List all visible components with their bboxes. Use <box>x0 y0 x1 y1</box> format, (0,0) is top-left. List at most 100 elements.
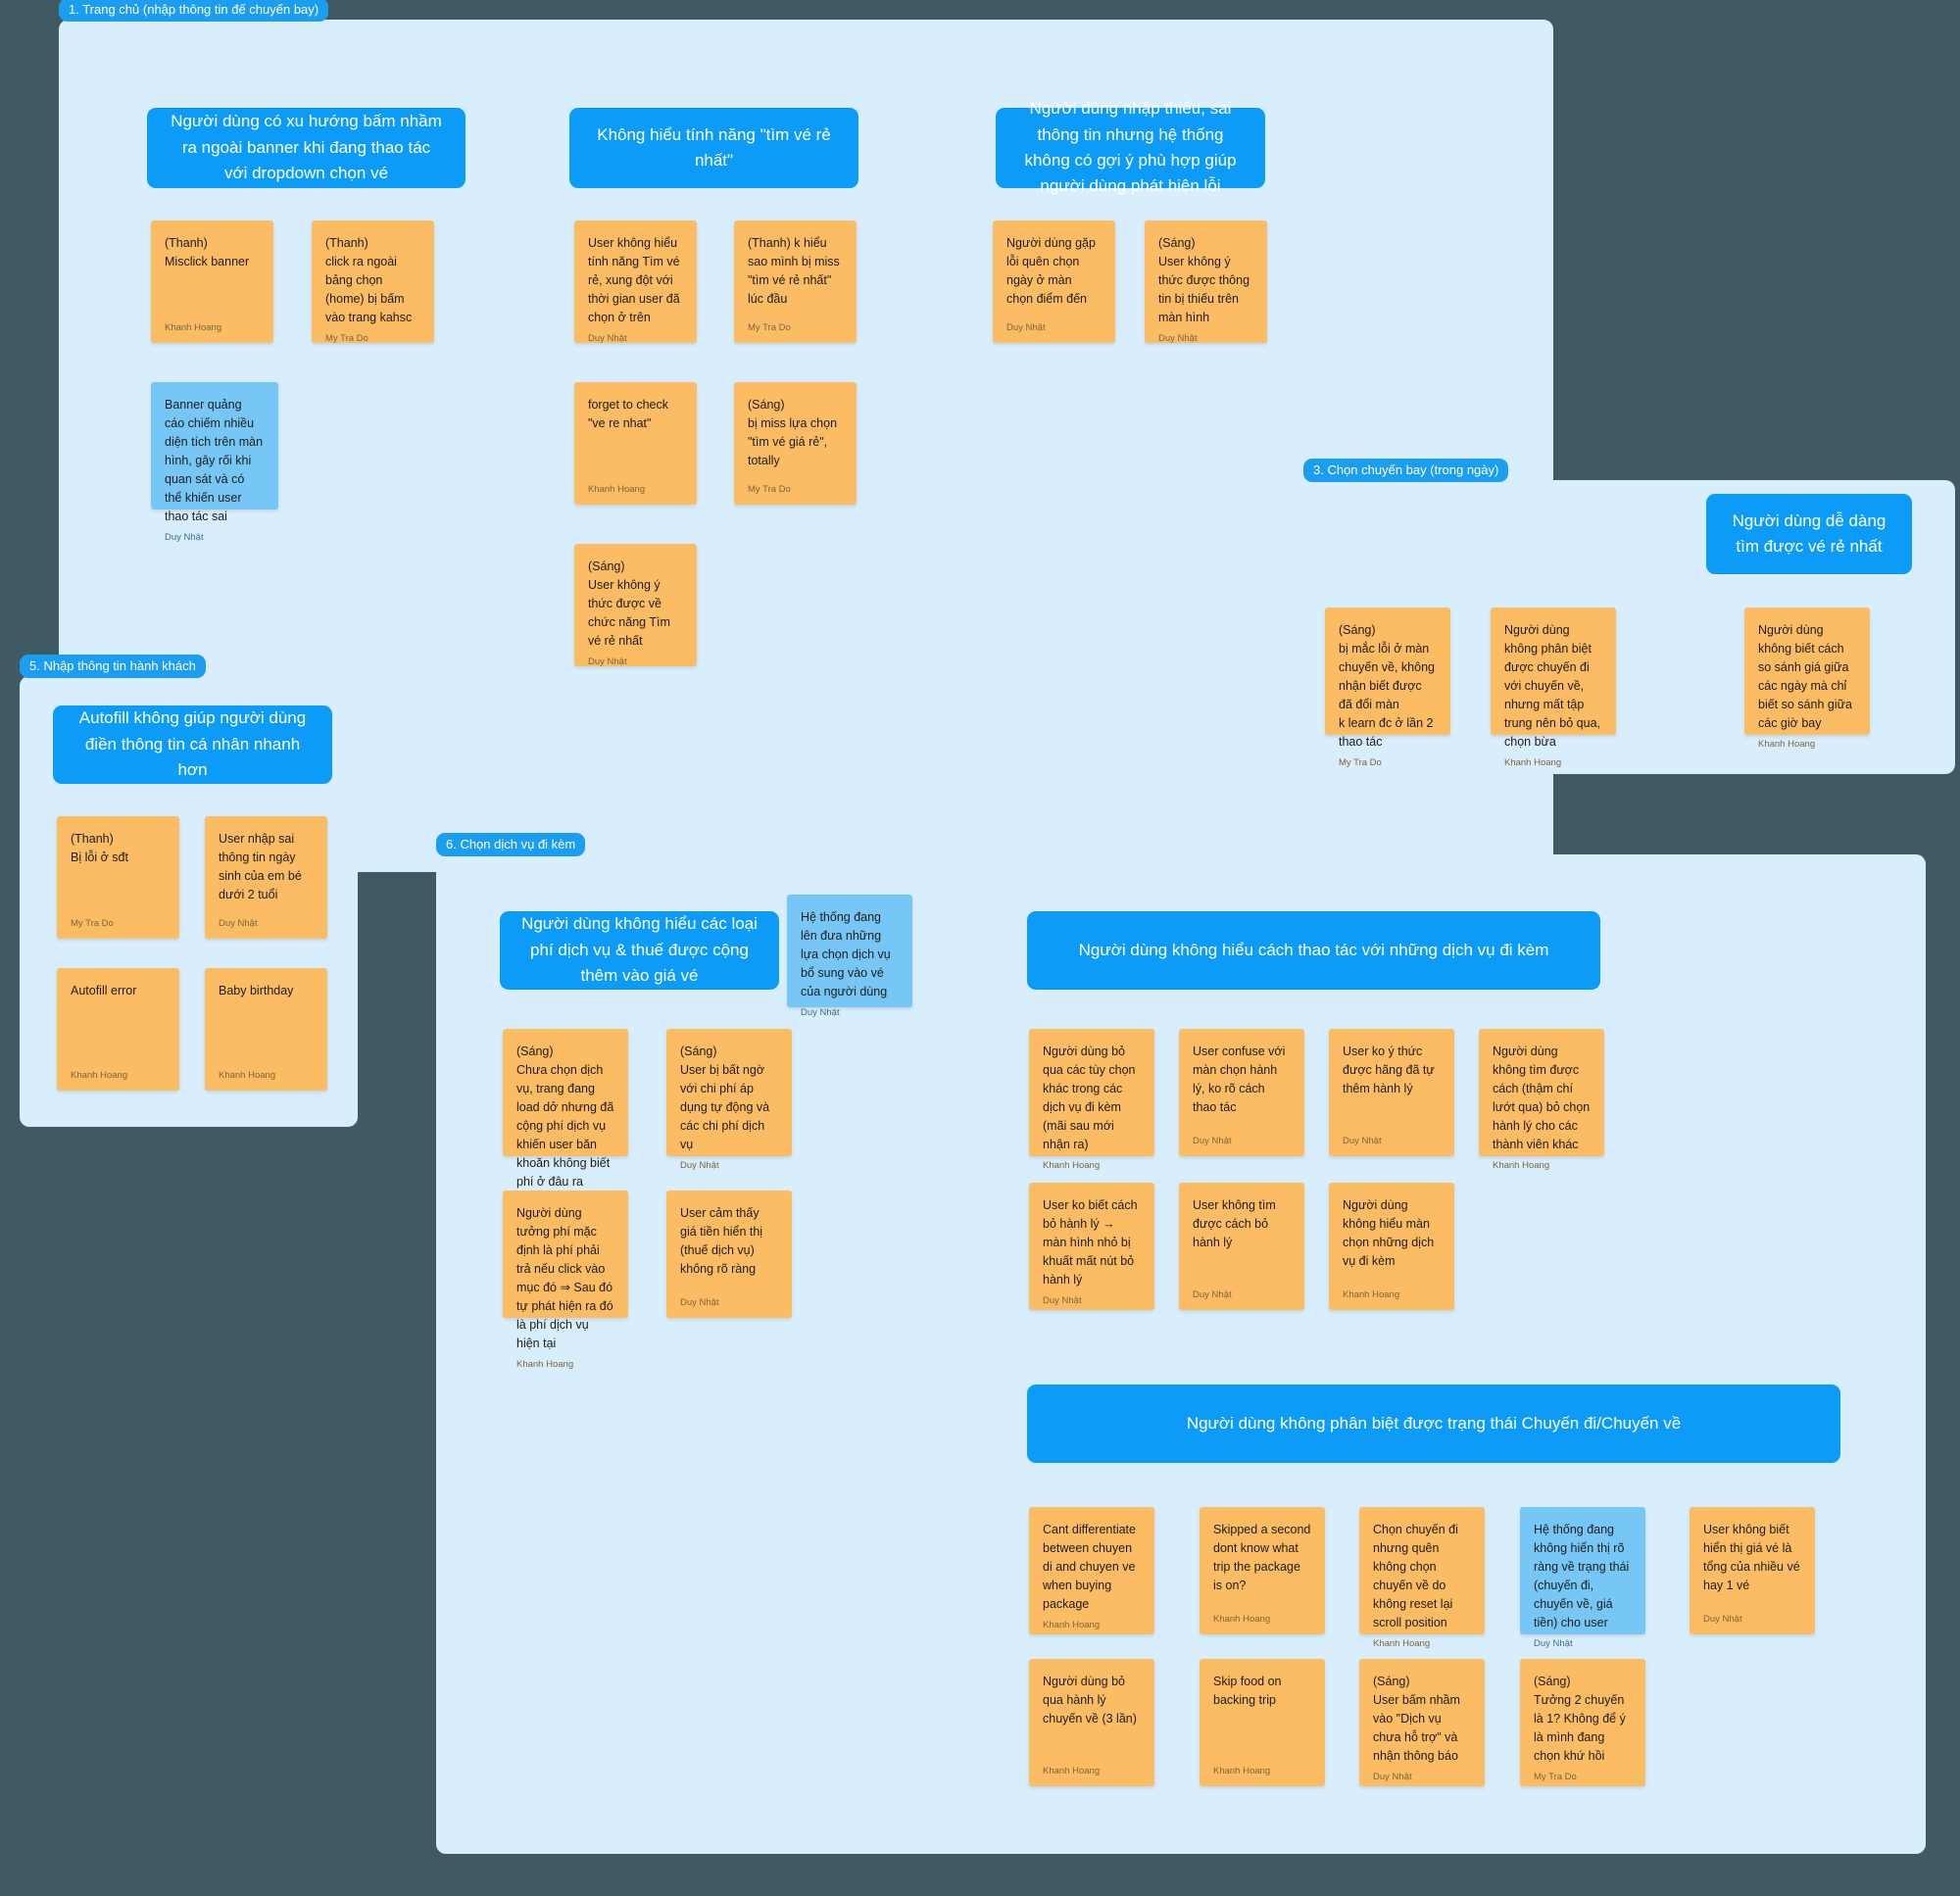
sticky-note-text: (Sáng) Tưởng 2 chuyến là 1? Không để ý l… <box>1534 1675 1626 1763</box>
frame-title[interactable]: 1. Trang chủ (nhập thông tin đế chuyến b… <box>59 0 329 22</box>
sticky-note-author: Khanh Hoang <box>588 484 646 495</box>
headline-card[interactable]: Không hiểu tính năng "tìm vé rẻ nhất" <box>569 108 858 188</box>
sticky-note[interactable]: User cảm thấy giá tiền hiển thị (thuế dị… <box>666 1191 792 1318</box>
sticky-note[interactable]: Chọn chuyến đi nhưng quên không chọn chu… <box>1359 1507 1485 1649</box>
sticky-note[interactable]: Người dùng không tìm được cách (thậm chí… <box>1479 1029 1604 1171</box>
sticky-note-text: User không biết hiển thị giá vé là tổng … <box>1703 1523 1800 1592</box>
sticky-note-author: Duy Nhật <box>1343 1136 1382 1146</box>
sticky-note[interactable]: Người dùng bỏ qua hành lý chuyến về (3 l… <box>1029 1659 1154 1786</box>
sticky-note-author: Duy Nhật <box>1043 1295 1082 1306</box>
sticky-note[interactable]: User ko ý thức được hãng đã tự thêm hành… <box>1329 1029 1454 1156</box>
sticky-note-author: Khanh Hoang <box>1504 757 1562 768</box>
sticky-note-text: (Sáng) User bị bất ngờ với chi phí áp dụ… <box>680 1045 770 1151</box>
sticky-note-text: Hệ thống đang không hiển thị rõ ràng về … <box>1534 1523 1630 1629</box>
sticky-note-text: (Thanh) Misclick banner <box>165 236 250 268</box>
sticky-note[interactable]: User không hiểu tính năng Tìm vé rẻ, xun… <box>574 220 697 344</box>
headline-text: Người dùng dễ dàng tìm được vé rẻ nhất <box>1732 510 1886 556</box>
sticky-note[interactable]: (Sáng) User bị bất ngờ với chi phí áp dụ… <box>666 1029 792 1171</box>
sticky-note-text: User ko ý thức được hãng đã tự thêm hành… <box>1343 1045 1435 1095</box>
sticky-note[interactable]: Người dùng không biết cách so sánh giá g… <box>1744 608 1870 750</box>
headline-text: Autofill không giúp người dùng điền thôn… <box>78 708 307 780</box>
headline-text: Không hiểu tính năng "tìm vé rẻ nhất" <box>597 124 831 170</box>
sticky-note-text: Người dùng không tìm được cách (thậm chí… <box>1493 1045 1591 1151</box>
sticky-note-author: Khanh Hoang <box>1043 1620 1101 1630</box>
sticky-note-text: (Thanh) click ra ngoài bảng chọn (home) … <box>325 236 413 324</box>
headline-text: Người dùng có xu hướng bấm nhầm ra ngoài… <box>171 112 442 183</box>
sticky-note-text: (Sáng) User bấm nhầm vào "Dịch vụ chưa h… <box>1373 1675 1460 1763</box>
headline-card[interactable]: Người dùng không hiểu các loại phí dịch … <box>500 911 779 990</box>
headline-card[interactable]: Người dùng có xu hướng bấm nhầm ra ngoài… <box>147 108 466 188</box>
headline-card[interactable]: Autofill không giúp người dùng điền thôn… <box>53 705 332 784</box>
headline-card[interactable]: Người dùng dễ dàng tìm được vé rẻ nhất <box>1706 494 1912 574</box>
sticky-note-author: Khanh Hoang <box>1213 1766 1271 1776</box>
sticky-note-author: Khanh Hoang <box>71 1070 128 1081</box>
frame-title[interactable]: 6. Chọn dịch vụ đi kèm <box>436 833 586 856</box>
sticky-note-author: Duy Nhật <box>1373 1772 1412 1782</box>
sticky-note[interactable]: Người dùng không hiểu màn chọn những dịc… <box>1329 1183 1454 1310</box>
sticky-note[interactable]: Hệ thống đang lên đưa những lựa chọn dịc… <box>787 895 912 1018</box>
headline-card[interactable]: Người dùng không hiểu cách thao tác với … <box>1027 911 1600 990</box>
sticky-note[interactable]: Người dùng bỏ qua các tùy chọn khác tron… <box>1029 1029 1154 1171</box>
frame-title[interactable]: 3. Chọn chuyến bay (trong ngày) <box>1303 459 1509 482</box>
sticky-note-author: Duy Nhật <box>588 656 627 667</box>
sticky-note[interactable]: Hệ thống đang không hiển thị rõ ràng về … <box>1520 1507 1645 1649</box>
sticky-note[interactable]: Người dùng gặp lỗi quên chọn ngày ở màn … <box>993 220 1115 343</box>
sticky-note-text: Hệ thống đang lên đưa những lựa chọn dịc… <box>801 910 891 998</box>
sticky-note[interactable]: User không biết hiển thị giá vé là tổng … <box>1690 1507 1815 1634</box>
sticky-note[interactable]: (Sáng) User bấm nhầm vào "Dịch vụ chưa h… <box>1359 1659 1485 1786</box>
sticky-note-author: Duy Nhật <box>165 532 204 543</box>
sticky-note[interactable]: Skipped a second dont know what trip the… <box>1200 1507 1325 1634</box>
sticky-note-author: My Tra Do <box>71 918 114 929</box>
headline-card[interactable]: Người dùng nhập thiếu, sai thông tin như… <box>996 99 1265 195</box>
sticky-note-text: (Sáng) Chưa chọn dịch vụ, trang đang loa… <box>516 1045 614 1189</box>
sticky-note-text: Banner quảng cáo chiếm nhiều diện tích t… <box>165 398 264 523</box>
sticky-note[interactable]: Người dùng không phân biệt được chuyến đ… <box>1491 608 1616 768</box>
headline-text: Người dùng nhập thiếu, sai thông tin như… <box>1024 99 1237 196</box>
sticky-note-author: Duy Nhật <box>1703 1614 1742 1625</box>
sticky-note-text: Baby birthday <box>219 984 294 997</box>
sticky-note-author: Duy Nhật <box>588 333 627 344</box>
sticky-note[interactable]: (Sáng) User không ý thức được thông tin … <box>1145 220 1267 344</box>
sticky-note-text: Skip food on backing trip <box>1213 1675 1282 1707</box>
sticky-note[interactable]: (Sáng) bị mắc lỗi ở màn chuyến về, không… <box>1325 608 1450 768</box>
sticky-note[interactable]: (Sáng) Chưa chọn dịch vụ, trang đang loa… <box>503 1029 628 1208</box>
sticky-note-author: Khanh Hoang <box>1343 1289 1400 1300</box>
sticky-note[interactable]: User confuse với màn chọn hành lý, ko rõ… <box>1179 1029 1304 1156</box>
sticky-note-text: Cant differentiate between chuyen di and… <box>1043 1523 1136 1611</box>
sticky-note[interactable]: Banner quảng cáo chiếm nhiều diện tích t… <box>151 382 278 543</box>
sticky-note-text: Người dùng không phân biệt được chuyến đ… <box>1504 623 1600 749</box>
sticky-note[interactable]: forget to check "ve re nhat"Khanh Hoang <box>574 382 697 505</box>
sticky-note[interactable]: Cant differentiate between chuyen di and… <box>1029 1507 1154 1634</box>
sticky-note-text: User không hiểu tính năng Tìm vé rẻ, xun… <box>588 236 680 324</box>
sticky-note-author: Duy Nhật <box>1006 322 1046 333</box>
sticky-note[interactable]: Người dùng tưởng phí mặc định là phí phả… <box>503 1191 628 1370</box>
sticky-note[interactable]: User ko biết cách bỏ hành lý → màn hình … <box>1029 1183 1154 1310</box>
sticky-note-author: My Tra Do <box>1339 757 1382 768</box>
frame-4[interactable]: 6. Chọn dịch vụ đi kèm <box>436 833 1926 1854</box>
sticky-note-author: Duy Nhật <box>1193 1289 1232 1300</box>
sticky-note-author: Khanh Hoang <box>1373 1638 1431 1649</box>
headline-card[interactable]: Người dùng không phân biệt được trạng th… <box>1027 1385 1840 1463</box>
sticky-note[interactable]: (Sáng) Tưởng 2 chuyến là 1? Không để ý l… <box>1520 1659 1645 1786</box>
sticky-note-author: Duy Nhật <box>680 1297 719 1308</box>
headline-text: Người dùng không hiểu cách thao tác với … <box>1078 940 1549 959</box>
sticky-note-author: Khanh Hoang <box>165 322 222 333</box>
sticky-note[interactable]: User nhập sai thông tin ngày sinh của em… <box>205 816 327 939</box>
sticky-note-author: Khanh Hoang <box>1043 1766 1101 1776</box>
sticky-note-text: (Sáng) bị mắc lỗi ở màn chuyến về, không… <box>1339 623 1435 749</box>
sticky-note[interactable]: (Sáng) bị miss lựa chọn "tìm vé giá rẻ",… <box>734 382 857 505</box>
sticky-note[interactable]: (Sáng) User không ý thức được về chức nă… <box>574 544 697 667</box>
frame-title[interactable]: 5. Nhập thông tin hành khách <box>20 655 206 678</box>
sticky-note-text: User confuse với màn chọn hành lý, ko rõ… <box>1193 1045 1286 1114</box>
sticky-note-author: Duy Nhật <box>1158 333 1198 344</box>
sticky-note[interactable]: (Thanh) click ra ngoài bảng chọn (home) … <box>312 220 434 344</box>
sticky-note-text: Người dùng tưởng phí mặc định là phí phả… <box>516 1206 613 1350</box>
sticky-note[interactable]: (Thanh) k hiểu sao mình bị miss "tìm vé … <box>734 220 857 343</box>
